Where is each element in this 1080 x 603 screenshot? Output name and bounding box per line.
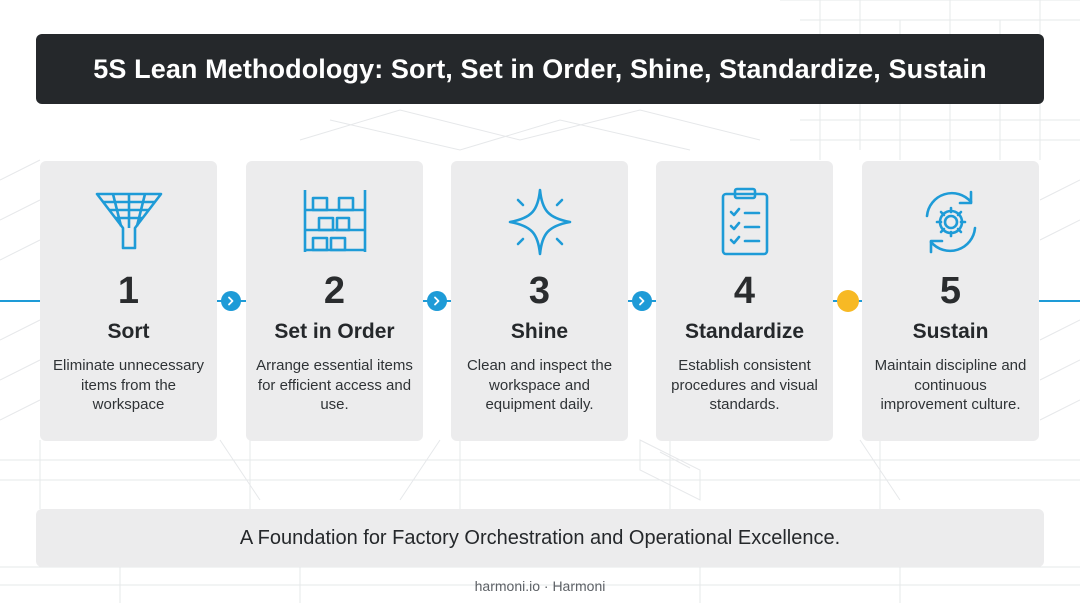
step-description: Maintain discipline and continuous impro… — [874, 357, 1027, 413]
step-arrow-node — [632, 291, 652, 311]
step-number: 3 — [528, 270, 551, 312]
step-number: 5 — [939, 270, 962, 312]
step-arrow-node — [221, 291, 241, 311]
step-card-sustain: 5 Sustain Maintain discipline and contin… — [862, 161, 1039, 441]
step-description: Eliminate unnecessary items from the wor… — [53, 357, 204, 413]
title-bar: 5S Lean Methodology: Sort, Set in Order,… — [36, 34, 1044, 104]
step-description: Establish consistent procedures and visu… — [671, 357, 818, 413]
step-arrow-node — [427, 291, 447, 311]
chevron-right-icon — [228, 296, 234, 306]
step-description: Arrange essential items for efficient ac… — [256, 357, 413, 413]
step-card-sort: 1 Sort Eliminate unnecessary items from … — [40, 161, 217, 441]
page-title: 5S Lean Methodology: Sort, Set in Order,… — [93, 53, 987, 84]
funnel-icon — [95, 192, 162, 250]
tagline-text: A Foundation for Factory Orchestration a… — [239, 526, 841, 549]
step-number: 2 — [323, 270, 346, 312]
step-name: Sort — [107, 320, 150, 343]
step-card-shine: 3 Shine Clean and inspect the workspace … — [451, 161, 628, 441]
tagline-bar: A Foundation for Factory Orchestration a… — [36, 509, 1044, 567]
chevron-right-icon — [434, 296, 440, 306]
gear-cycle-icon — [925, 190, 976, 254]
step-number: 1 — [117, 270, 140, 312]
step-card-standardize: 4 Standardize Establish consistent proce… — [656, 161, 833, 441]
step-card-set-in-order: 2 Set in Order Arrange essential items f… — [246, 161, 423, 441]
step-name: Set in Order — [274, 320, 395, 343]
clipboard-checklist-icon — [721, 187, 768, 256]
step-name: Sustain — [912, 320, 989, 343]
step-name: Standardize — [684, 320, 805, 343]
chevron-right-icon — [639, 296, 645, 306]
highlight-node — [837, 290, 859, 312]
shelf-icon — [303, 190, 366, 252]
step-name: Shine — [510, 320, 569, 343]
footer-credit: harmoni.io · Harmoni — [474, 578, 606, 594]
sparkle-icon — [508, 188, 571, 256]
step-description: Clean and inspect the workspace and equi… — [466, 357, 613, 413]
step-number: 4 — [733, 270, 756, 312]
